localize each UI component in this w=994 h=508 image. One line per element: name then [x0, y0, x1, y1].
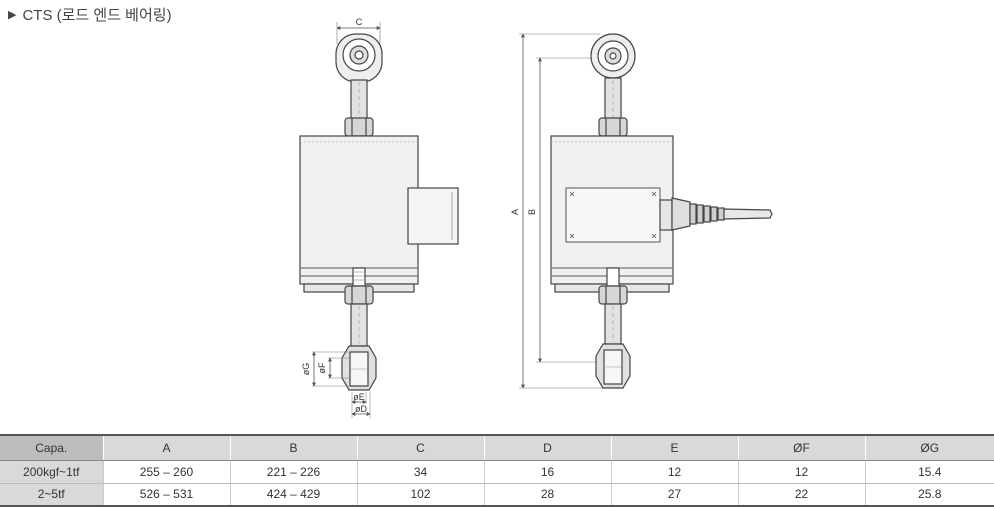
dim-label-c: C: [356, 17, 363, 27]
table-cell: 16: [483, 460, 611, 484]
section-title: ▶ CTS (로드 엔드 베어링): [8, 4, 172, 25]
table-cell: 25.8: [864, 483, 994, 507]
dim-label-g: øG: [301, 363, 311, 376]
table-cell: 255 – 260: [102, 460, 230, 484]
front-view: [299, 22, 459, 418]
dim-label-b: B: [527, 209, 537, 215]
table-header-row: Capa. A B C D E ØF ØG: [0, 434, 994, 461]
section-title-text: CTS (로드 엔드 베어링): [22, 7, 172, 24]
header-cell: ØG: [864, 434, 994, 461]
table-cell: 22: [737, 483, 865, 507]
spec-table: Capa. A B C D E ØF ØG 200kgf~1tf 255 – 2…: [0, 434, 994, 507]
table-row: 200kgf~1tf 255 – 260 221 – 226 34 16 12 …: [0, 460, 994, 484]
table-cell: 28: [483, 483, 611, 507]
dim-label-e: øE: [353, 392, 365, 402]
header-cell: A: [102, 434, 230, 461]
row-capacity: 200kgf~1tf: [0, 460, 103, 484]
header-cell: E: [610, 434, 738, 461]
header-cell: B: [229, 434, 357, 461]
table-cell: 424 – 429: [229, 483, 357, 507]
table-cell: 34: [356, 460, 484, 484]
table-row: 2~5tf 526 – 531 424 – 429 102 28 27 22 2…: [0, 483, 994, 507]
side-view: [519, 33, 773, 389]
dim-label-a: A: [510, 209, 520, 215]
table-cell: 221 – 226: [229, 460, 357, 484]
table-cell: 27: [610, 483, 738, 507]
header-cell: ØF: [737, 434, 865, 461]
table-cell: 12: [610, 460, 738, 484]
row-capacity: 2~5tf: [0, 483, 103, 507]
table-cell: 102: [356, 483, 484, 507]
bullet-triangle-icon: ▶: [8, 9, 17, 21]
technical-drawing: C A B øG øF øE øD: [299, 17, 773, 418]
table-cell: 15.4: [864, 460, 994, 484]
header-cell: C: [356, 434, 484, 461]
header-cell: Capa.: [0, 434, 103, 461]
table-cell: 12: [737, 460, 865, 484]
header-cell: D: [483, 434, 611, 461]
dim-label-f: øF: [317, 362, 327, 373]
dim-label-d: øD: [355, 404, 367, 414]
table-cell: 526 – 531: [102, 483, 230, 507]
